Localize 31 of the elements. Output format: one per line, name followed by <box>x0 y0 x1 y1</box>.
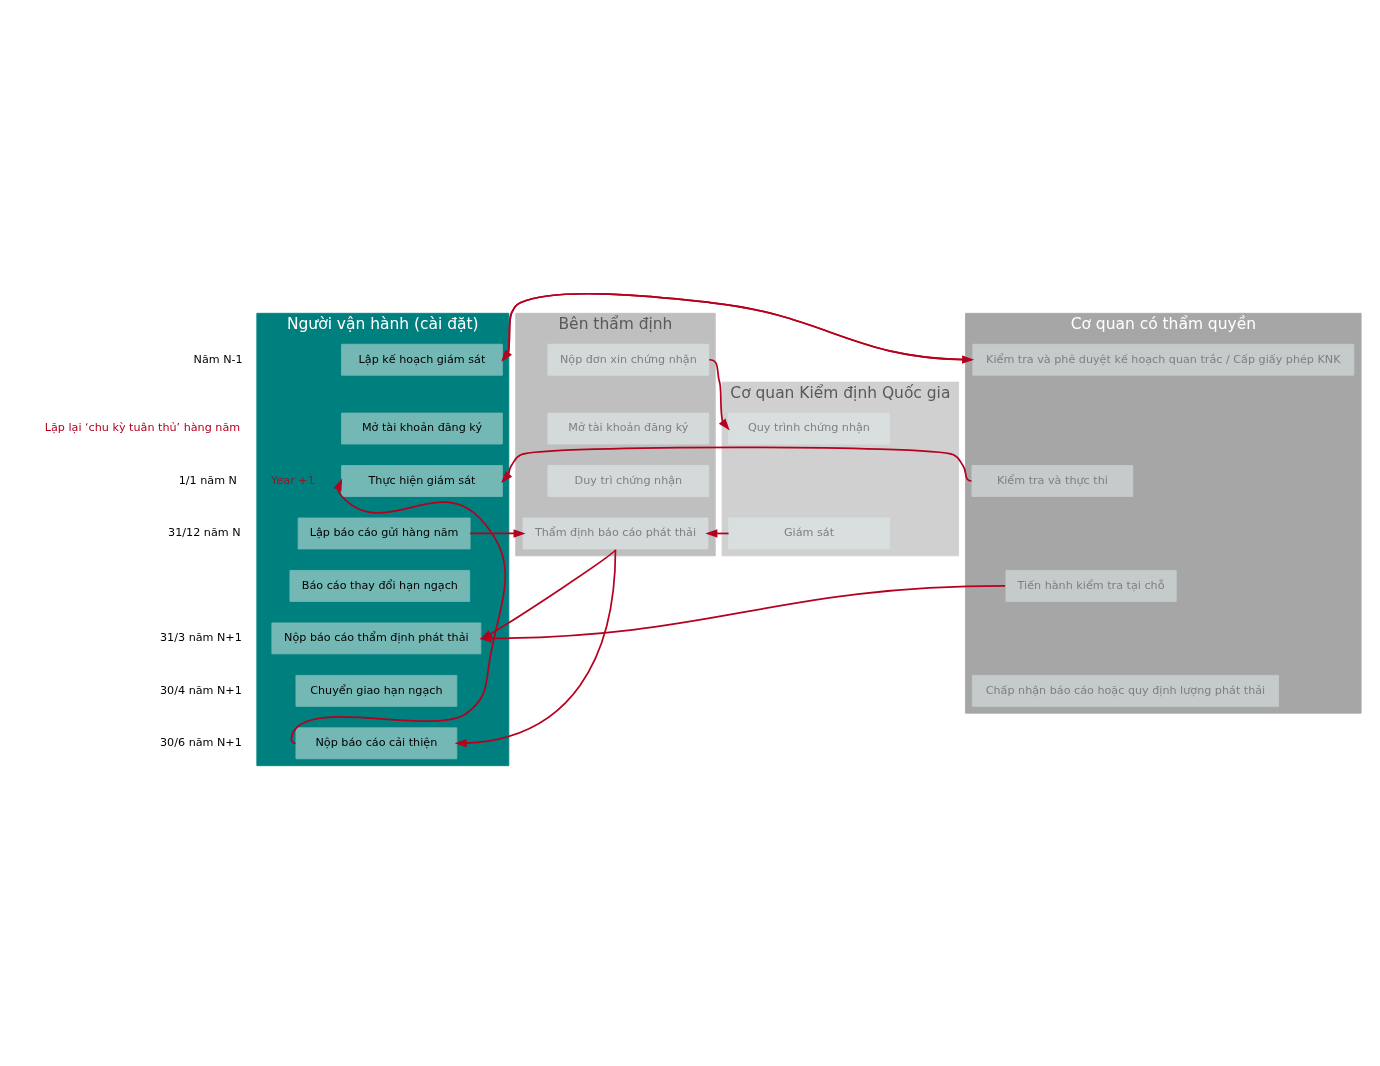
node-box: Mở tài khoản đăng ký <box>547 412 710 445</box>
arrow <box>501 446 973 483</box>
arrow <box>479 548 617 640</box>
node-box: Báo cáo thay đổi hạn ngạch <box>289 570 471 602</box>
node-box: Nộp đơn xin chứng nhận <box>547 343 710 376</box>
node-box: Mở tài khoản đăng ký <box>341 412 503 445</box>
node-box: Lập kế hoạch giám sát <box>341 343 503 376</box>
node-box: Chuyển giao hạn ngạch <box>295 674 458 707</box>
node-box: Thẩm định báo cáo phát thải <box>522 517 709 550</box>
label: 30/6 năm N+1 <box>160 736 242 750</box>
label: Năm N-1 <box>193 352 243 366</box>
node-box: Chấp nhận báo cáo hoặc quy định lượng phát thải <box>971 674 1279 707</box>
node-box: Nộp báo cáo thẩm định phát thải <box>271 622 482 655</box>
label: Lặp lại ‘chu kỳ tuân thủ’ hàng năm <box>44 421 241 435</box>
label: 1/1 năm N <box>178 473 237 487</box>
label: Year +1 <box>271 473 315 487</box>
arrow <box>469 529 526 538</box>
arrow <box>454 548 617 748</box>
node-box: Lập báo cáo gửi hàng năm <box>297 517 471 550</box>
arrow <box>708 358 730 431</box>
node-box: Tiến hành kiểm tra tại chỗ <box>1005 570 1177 602</box>
node-box: Thực hiện giám sát <box>341 465 503 497</box>
node-box: Quy trình chứng nhận <box>728 412 890 445</box>
label: 31/3 năm N+1 <box>160 631 242 645</box>
node-box: Nộp báo cáo cải thiện <box>295 727 458 760</box>
node-box: Duy trì chứng nhận <box>547 465 710 497</box>
node-box: Kiểm tra và phê duyệt kế hoạch quan trắc / Cấp giấy phép KNK <box>972 343 1355 376</box>
label: 30/4 năm N+1 <box>160 683 242 697</box>
label: 31/12 năm N <box>168 526 241 540</box>
node-box: Kiểm tra và thực thi <box>971 465 1134 497</box>
node-box: Giám sát <box>728 517 890 550</box>
